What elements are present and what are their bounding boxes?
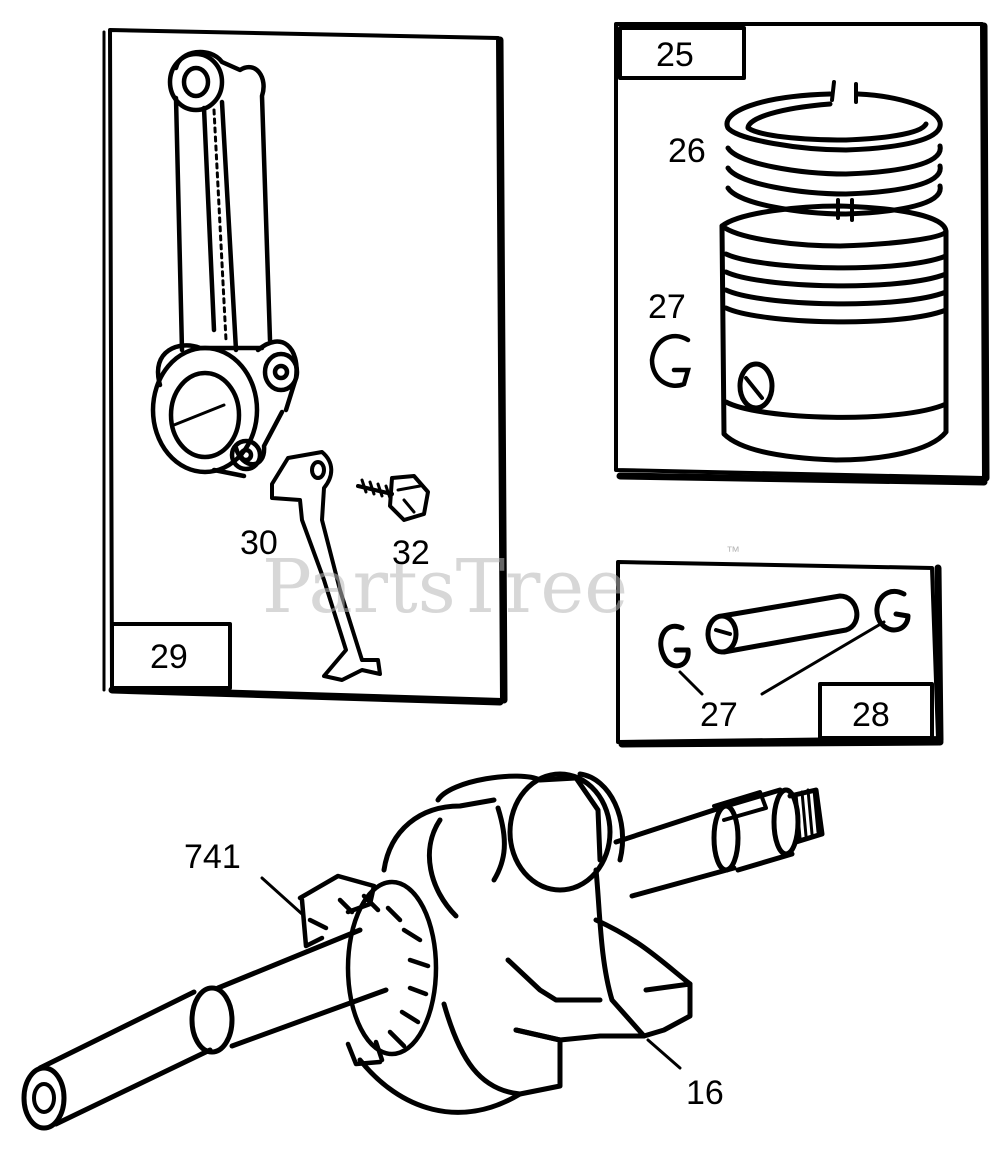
label-gear[interactable]: 741 (184, 838, 241, 876)
dipper-part (270, 450, 382, 682)
watermark-text: PartsTree (262, 544, 628, 630)
label-retainer-pin[interactable]: 27 (700, 696, 738, 734)
label-screw[interactable]: 32 (392, 534, 430, 572)
connecting-rod-panel (102, 28, 508, 706)
crankshaft-part (21, 771, 825, 1131)
watermark: PartsTree ™ (262, 543, 740, 630)
label-retainer-piston[interactable]: 27 (648, 288, 686, 326)
piston-panel (614, 22, 990, 486)
label-dipper[interactable]: 30 (240, 524, 278, 562)
screw-part (356, 474, 430, 522)
retainer-clip-piston-icon (649, 333, 691, 388)
timing-gear-part (297, 873, 439, 1067)
part-labels: 29 25 28 26 27 30 32 27 741 16 (150, 36, 890, 1112)
label-connecting-rod[interactable]: 29 (150, 638, 188, 676)
connecting-rod-part (150, 49, 300, 479)
label-piston-rings[interactable]: 26 (668, 132, 706, 170)
piston-pin-part (705, 593, 860, 655)
label-crankshaft[interactable]: 16 (686, 1074, 724, 1112)
piston-rings-part (724, 80, 943, 222)
retainer-clip-right (874, 588, 911, 633)
watermark-trademark: ™ (726, 543, 740, 559)
label-piston-assembly[interactable]: 25 (656, 36, 694, 74)
retainer-clip-left (658, 623, 691, 669)
piston-part (719, 203, 949, 463)
label-piston-pin[interactable]: 28 (852, 696, 890, 734)
piston-pin-panel (616, 560, 944, 748)
